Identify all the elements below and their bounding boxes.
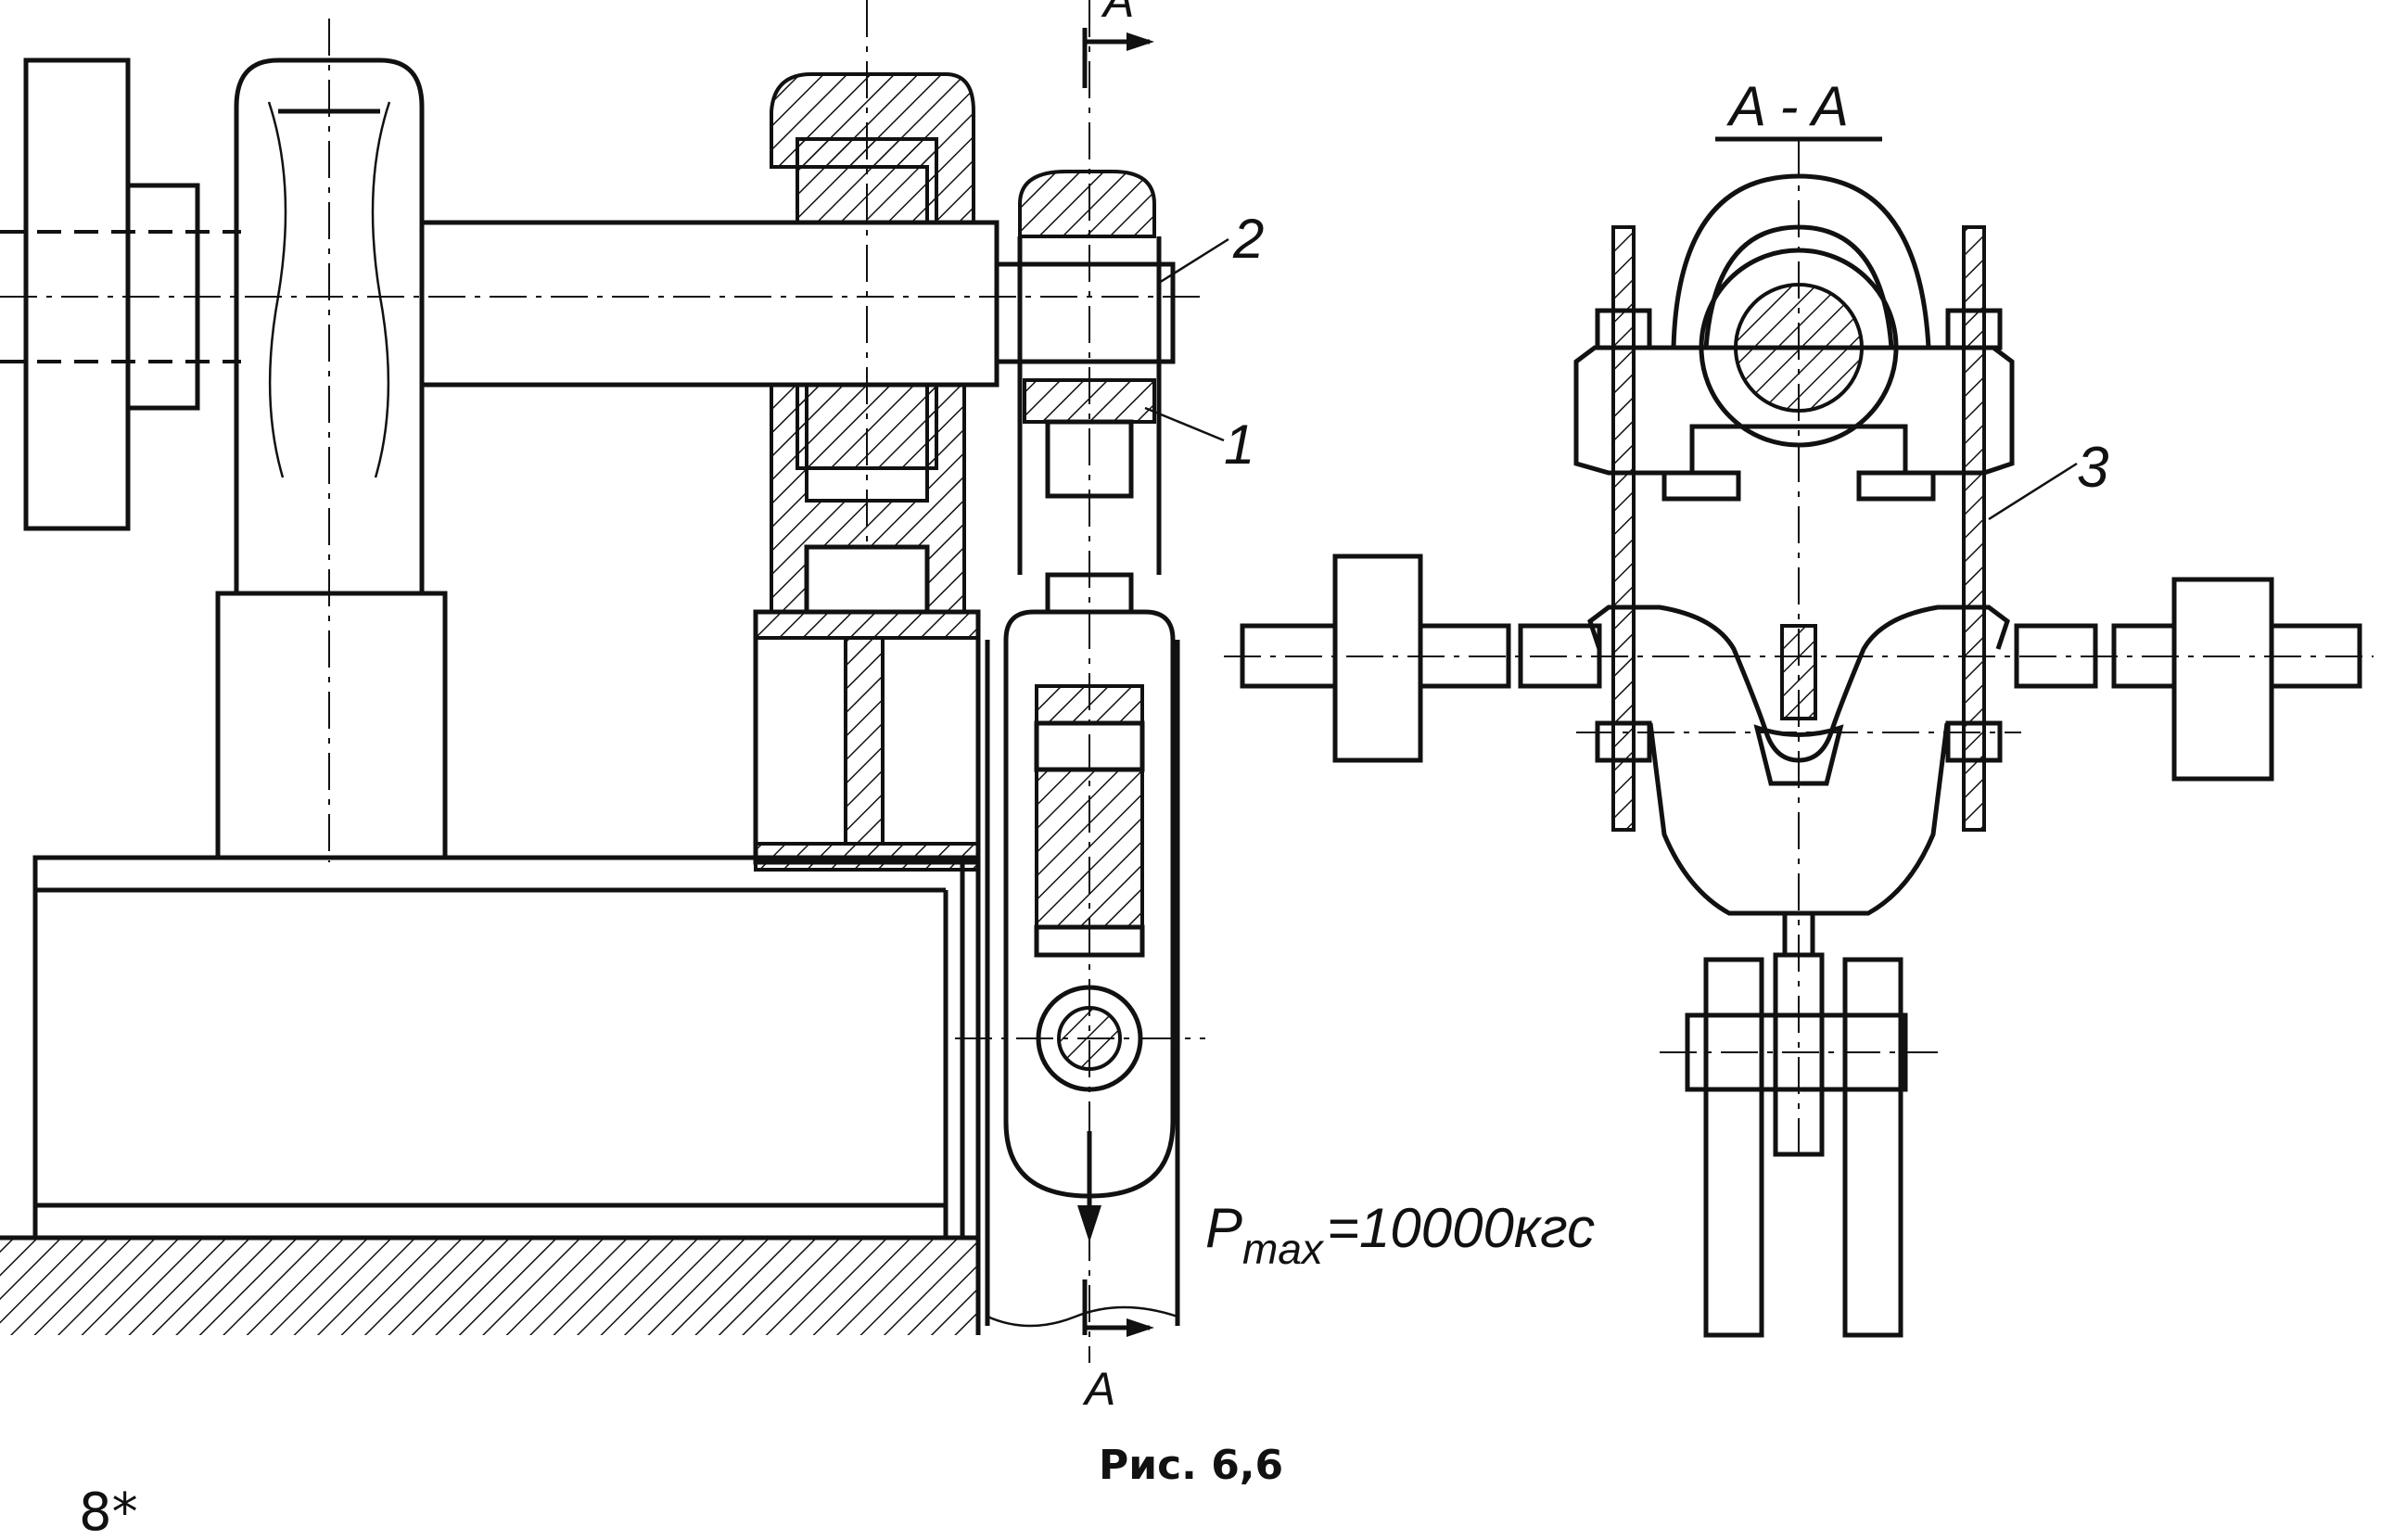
section-view bbox=[1224, 136, 2374, 1338]
ground-hatching bbox=[0, 1235, 978, 1335]
rail-right bbox=[1945, 225, 2003, 832]
section-title: A - A bbox=[1726, 75, 1849, 137]
section-mark-bottom: A bbox=[1082, 1363, 1115, 1415]
force-label-value: =10000кгс bbox=[1327, 1197, 1595, 1259]
section-mark-top: A bbox=[1101, 0, 1134, 27]
label-part-2: 2 bbox=[1232, 208, 1264, 270]
page-number: 8* bbox=[79, 1483, 138, 1540]
label-part-3: 3 bbox=[2077, 436, 2108, 500]
figure-caption: Рис. 6,6 bbox=[1099, 1442, 1283, 1489]
section-arrows bbox=[1082, 28, 1154, 1337]
hanger-link bbox=[955, 0, 1205, 1363]
hook-block bbox=[1660, 952, 1938, 1338]
shaft bbox=[0, 220, 1205, 388]
force-label-base: P bbox=[1205, 1197, 1242, 1259]
drum bbox=[215, 57, 448, 860]
label-part-1: 1 bbox=[1224, 414, 1254, 476]
rail-left bbox=[1595, 225, 1652, 832]
handwheel bbox=[0, 57, 241, 531]
side-view bbox=[0, 0, 1229, 1363]
side-wheels bbox=[1224, 554, 2374, 782]
force-label: Pmax=10000кгс bbox=[1205, 1197, 1595, 1273]
force-label-subscript: max bbox=[1242, 1225, 1325, 1273]
